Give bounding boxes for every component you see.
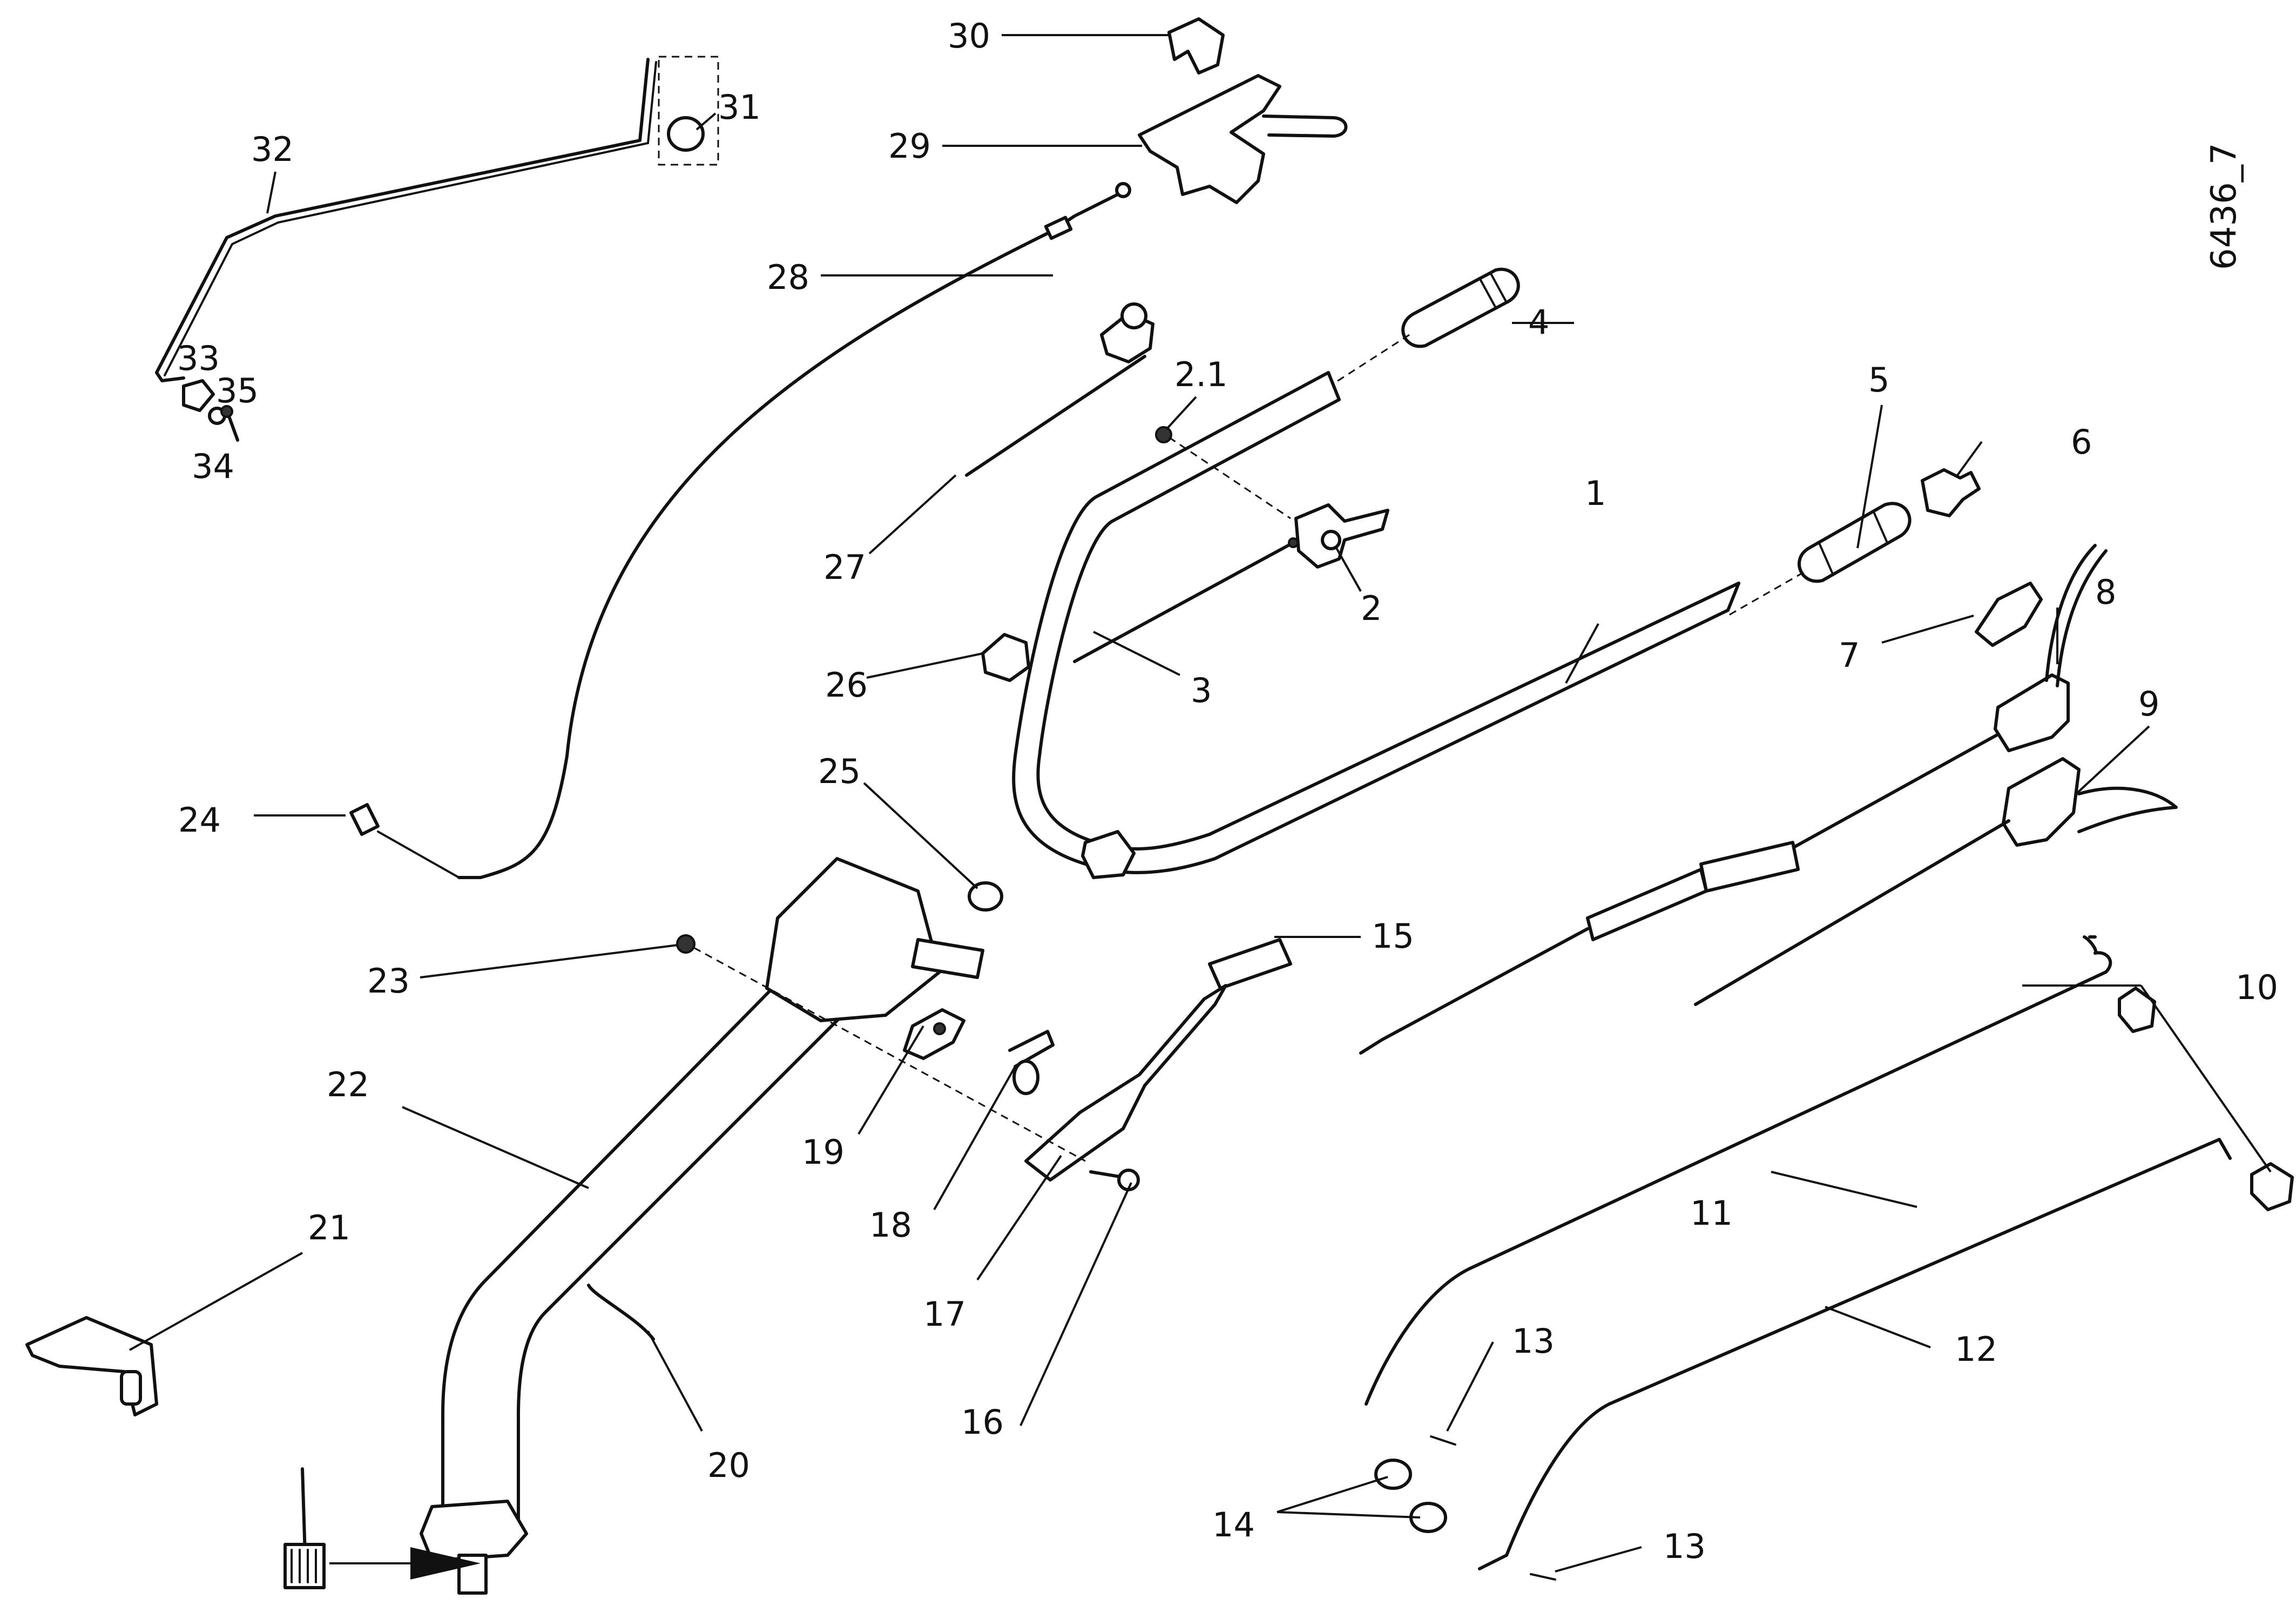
part-3-rod <box>1073 537 1299 663</box>
callout-34: 34 <box>192 447 234 486</box>
callout-13-lower: 13 <box>1663 1527 1706 1566</box>
part-2-1-nut <box>1155 426 1172 443</box>
callout-20: 20 <box>707 1446 750 1485</box>
callout-25: 25 <box>818 752 861 791</box>
part-9-lever <box>2002 757 2178 847</box>
callout-10: 10 <box>2236 968 2278 1007</box>
part-24-pin <box>349 803 380 836</box>
part-16-bolt <box>1089 1169 1140 1191</box>
part-31-cap <box>667 116 705 152</box>
axis-line-23 <box>693 947 1086 1162</box>
callout-31: 31 <box>718 87 761 127</box>
part-15-pedal-pad <box>1208 938 1292 990</box>
callout-18: 18 <box>869 1205 912 1245</box>
callout-13-upper: 13 <box>1512 1321 1555 1361</box>
secondary-cable <box>1694 819 2010 1006</box>
callout-28: 28 <box>767 258 809 297</box>
callout-2-1: 2.1 <box>1174 355 1228 394</box>
callout-33: 33 <box>177 339 220 378</box>
callout-15: 15 <box>1372 916 1414 956</box>
part-25-column-head <box>765 857 1003 1022</box>
part-17-pedal-arm <box>1024 984 1227 1182</box>
callout-21: 21 <box>308 1208 350 1247</box>
callout-32: 32 <box>251 130 294 169</box>
callout-29: 29 <box>888 126 931 166</box>
axis-line-5 <box>1727 571 1804 617</box>
callout-27: 27 <box>823 548 866 587</box>
part-5-grip <box>1798 502 1912 583</box>
callout-14: 14 <box>1212 1505 1255 1544</box>
callout-2: 2 <box>1361 589 1382 628</box>
callout-35: 35 <box>216 371 259 410</box>
callout-5: 5 <box>1868 360 1889 400</box>
part-23-nut <box>676 934 695 954</box>
callout-3: 3 <box>1191 671 1212 710</box>
part-12-rod <box>1478 1138 2232 1570</box>
callout-30: 30 <box>948 16 990 56</box>
part-13-pins <box>1430 1435 1556 1581</box>
callout-26: 26 <box>825 665 868 705</box>
callout-19: 19 <box>802 1132 845 1172</box>
callout-16: 16 <box>961 1402 1004 1442</box>
part-11-rod <box>1365 935 2112 1406</box>
part-10-caps <box>2118 987 2294 1211</box>
callout-7: 7 <box>1839 636 1860 675</box>
drawing-code: 6436_7 <box>2204 143 2244 270</box>
part-2-throttle <box>1294 503 1389 569</box>
callout-1: 1 <box>1585 474 1606 513</box>
part-14-caps <box>1374 1459 1447 1533</box>
callout-23: 23 <box>367 961 410 1001</box>
callout-24: 24 <box>178 800 221 840</box>
axis-line-4 <box>1333 334 1410 384</box>
callout-labels: 30 29 31 32 28 4 2.1 2 3 27 26 25 24 23 … <box>177 16 2278 1566</box>
part-33-clip <box>182 379 215 412</box>
part-30-cover <box>1167 17 1225 75</box>
part-6-plug <box>1921 468 1981 517</box>
part-7-bracket <box>1975 582 2043 647</box>
brush-icon <box>283 1467 326 1589</box>
callout-17: 17 <box>923 1294 966 1334</box>
part-8-lever <box>1994 544 2108 752</box>
part-19-clamp <box>903 1008 965 1060</box>
callout-4: 4 <box>1528 302 1549 342</box>
callout-6: 6 <box>2071 422 2092 462</box>
part-4-grip <box>1401 267 1520 348</box>
axis-line-2 <box>1169 436 1291 519</box>
leader-lines <box>129 34 2272 1573</box>
part-28-cable <box>377 182 1131 879</box>
part-18-spring <box>1008 1030 1055 1095</box>
part-1-handlebar <box>1012 371 1740 879</box>
part-21-bracket <box>25 1316 158 1416</box>
callout-9: 9 <box>2138 684 2159 724</box>
clutch-cable <box>1359 733 2000 1055</box>
arrow-icon <box>329 1547 481 1580</box>
callout-8: 8 <box>2095 572 2116 612</box>
callout-12: 12 <box>1955 1330 1997 1369</box>
part-29-lever-housing <box>1138 74 1348 204</box>
part-35-screw <box>220 405 239 442</box>
part-31-bounding-box <box>658 56 719 166</box>
callout-11: 11 <box>1690 1193 1733 1233</box>
part-20-circlip <box>587 1284 655 1341</box>
callout-22: 22 <box>327 1065 369 1104</box>
part-27-rod <box>965 302 1154 477</box>
part-22-column <box>420 970 844 1595</box>
part-32-rod <box>155 56 719 382</box>
part-26-cap <box>981 633 1030 682</box>
